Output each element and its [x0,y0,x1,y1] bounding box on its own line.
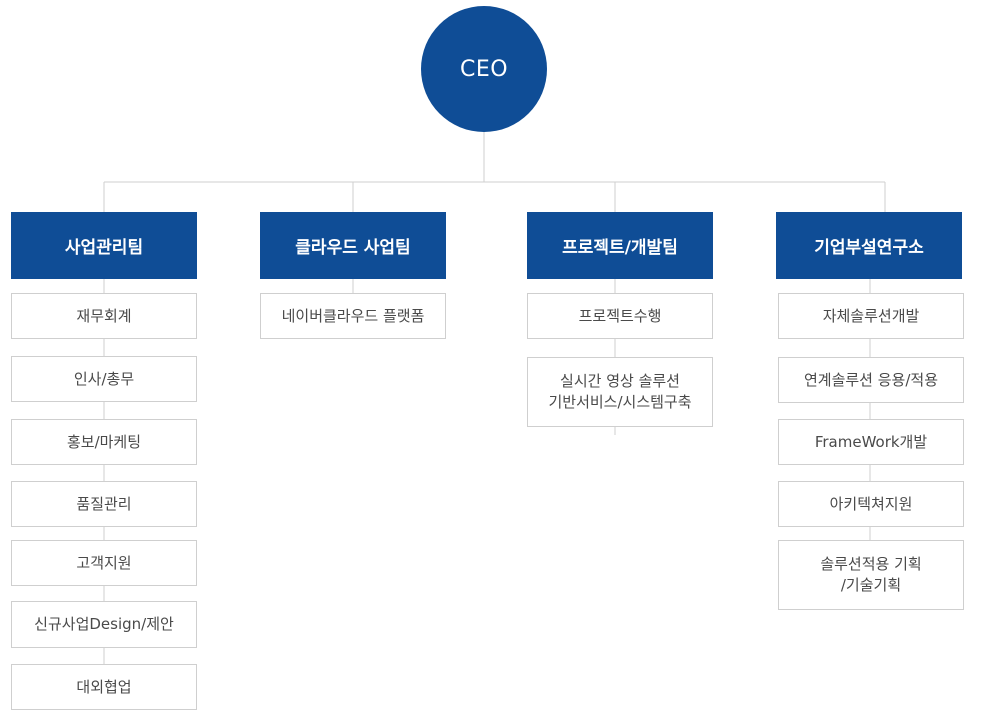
item-pr-marketing: 홍보/마케팅 [11,419,197,465]
item-realtime-video-solution: 실시간 영상 솔루션 기반서비스/시스템구축 [527,357,713,427]
item-naver-cloud-platform: 네이버클라우드 플랫폼 [260,293,446,339]
item-solution-planning: 솔루션적용 기획 /기술기획 [778,540,964,610]
team-cloud-business: 클라우드 사업팀 [260,212,446,279]
item-linked-solution-application: 연계솔루션 응용/적용 [778,357,964,403]
item-quality-management: 품질관리 [11,481,197,527]
ceo-node: CEO [421,6,547,132]
team-project-development: 프로젝트/개발팀 [527,212,713,279]
item-framework-dev: FrameWork개발 [778,419,964,465]
team-corporate-research-lab: 기업부설연구소 [776,212,962,279]
team-business-management: 사업관리팀 [11,212,197,279]
item-in-house-solution-dev: 자체솔루션개발 [778,293,964,339]
item-architecture-support: 아키텍쳐지원 [778,481,964,527]
item-finance-accounting: 재무회계 [11,293,197,339]
item-hr-general-affairs: 인사/총무 [11,356,197,402]
item-customer-support: 고객지원 [11,540,197,586]
item-new-business-design: 신규사업Design/제안 [11,601,197,648]
item-external-cooperation: 대외협업 [11,664,197,710]
item-project-execution: 프로젝트수행 [527,293,713,339]
